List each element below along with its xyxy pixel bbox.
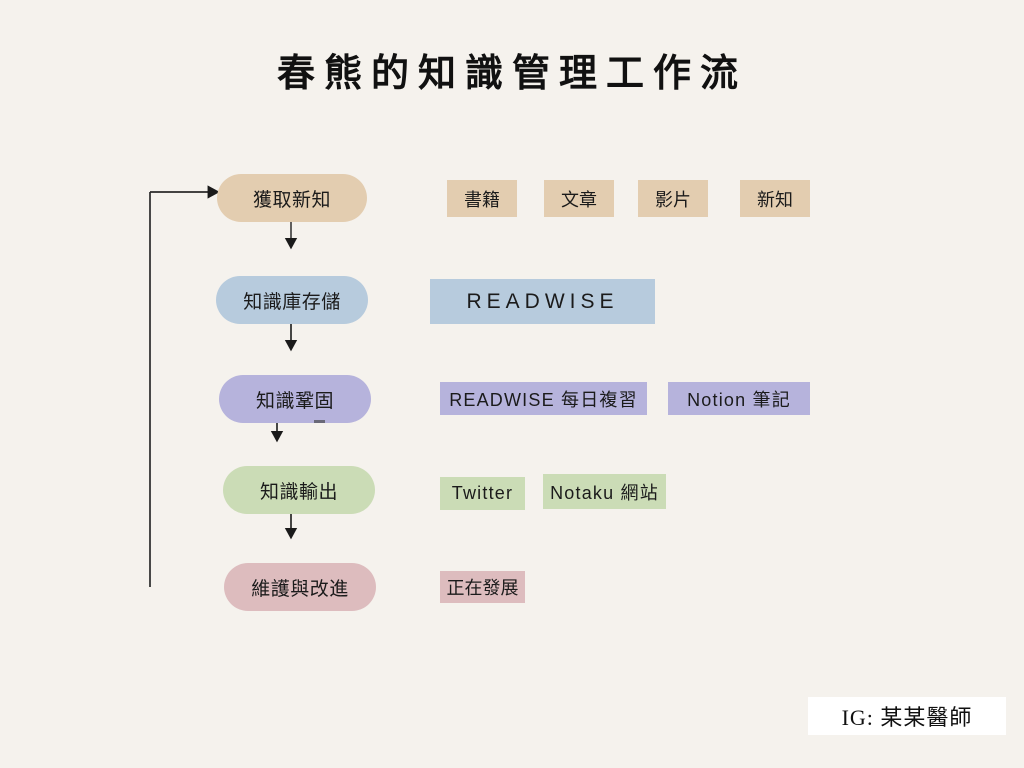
- tag-article-label: 文章: [561, 189, 597, 210]
- tag-news-label: 新知: [757, 189, 793, 210]
- tag-readwise-daily-review-label: READWISE 每日複習: [449, 389, 638, 410]
- footer-credit-text: IG: 某某醫師: [841, 705, 973, 730]
- flow-node-consolidate-label: 知識鞏固: [255, 390, 334, 412]
- flow-node-consolidate[interactable]: 知識鞏固: [219, 375, 371, 423]
- tag-video-label: 影片: [655, 189, 691, 210]
- tag-book-label: 書籍: [464, 189, 500, 210]
- flow-node-output[interactable]: 知識輸出: [223, 466, 375, 514]
- tag-notaku-site[interactable]: Notaku 網站: [543, 474, 666, 509]
- tag-twitter[interactable]: Twitter: [440, 477, 525, 510]
- flow-node-store-label: 知識庫存儲: [243, 291, 341, 313]
- tag-book[interactable]: 書籍: [447, 180, 517, 217]
- tag-notion-notes[interactable]: Notion 筆記: [668, 382, 810, 415]
- flow-node-maintain-label: 維護與改進: [251, 578, 349, 600]
- tag-video[interactable]: 影片: [638, 180, 708, 217]
- tag-in-development[interactable]: 正在發展: [440, 571, 525, 603]
- page-title: 春熊的知識管理工作流: [276, 53, 747, 95]
- footer-credit-badge: IG: 某某醫師: [808, 697, 1006, 735]
- tag-readwise[interactable]: READWISE: [430, 279, 655, 324]
- flow-node-acquire-label: 獲取新知: [252, 189, 331, 211]
- tag-in-development-label: 正在發展: [446, 578, 519, 598]
- tag-article[interactable]: 文章: [544, 180, 614, 217]
- tag-news[interactable]: 新知: [740, 180, 810, 217]
- render-artifact: [314, 420, 325, 423]
- flow-node-output-label: 知識輸出: [259, 481, 338, 503]
- tag-readwise-daily-review[interactable]: READWISE 每日複習: [440, 382, 647, 415]
- flow-node-acquire[interactable]: 獲取新知: [217, 174, 367, 222]
- flow-node-store[interactable]: 知識庫存儲: [216, 276, 368, 324]
- tag-twitter-label: Twitter: [451, 483, 514, 503]
- flow-node-maintain[interactable]: 維護與改進: [224, 563, 376, 611]
- tag-readwise-label: READWISE: [466, 289, 619, 313]
- tag-notaku-site-label: Notaku 網站: [550, 482, 659, 503]
- tag-notion-notes-label: Notion 筆記: [687, 389, 791, 410]
